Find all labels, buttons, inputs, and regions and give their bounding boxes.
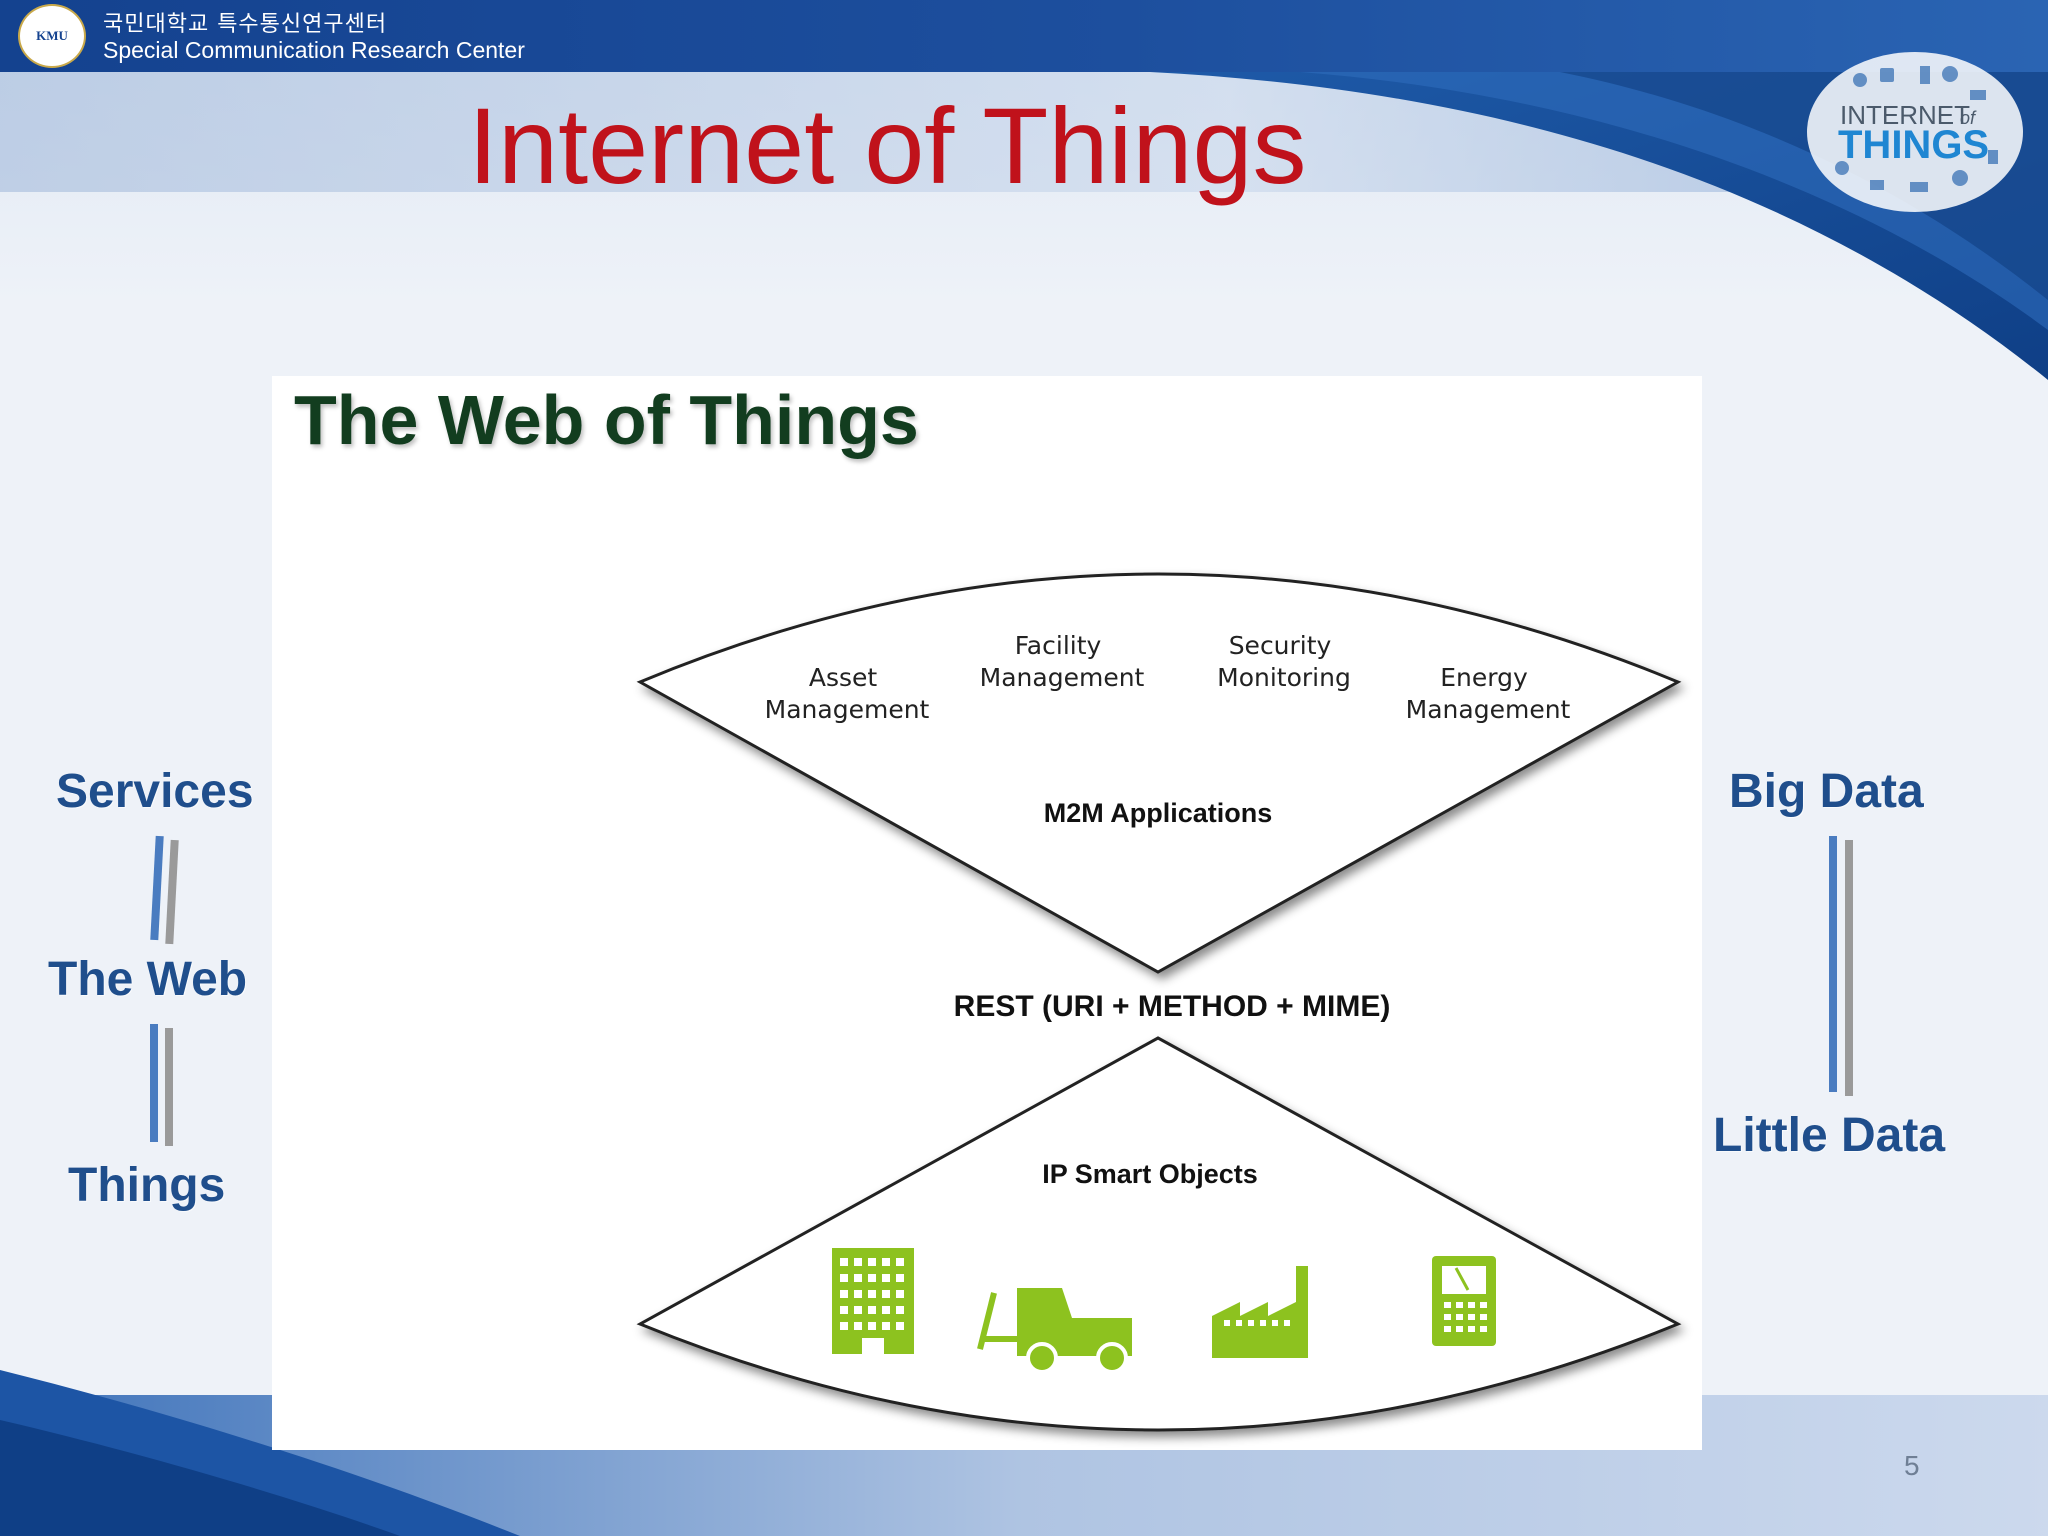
figure-diagram: Asset Management Facility Management Sec…: [636, 572, 1682, 1432]
badge-line1: INTERNET: [1840, 100, 1970, 130]
right-connector-bar-gray: [1845, 840, 1853, 1096]
building-icon: [832, 1248, 914, 1354]
left-connector-bar-blue-2: [150, 1024, 158, 1142]
app-asset-line1: Asset: [809, 663, 878, 692]
label-big-data: Big Data: [1729, 765, 1924, 818]
kmu-logo: KMU: [18, 4, 86, 68]
slide-title: Internet of Things: [468, 85, 1307, 206]
org-name-english: Special Communication Research Center: [103, 37, 525, 63]
svg-text:Asset Management: Asset Management: [765, 663, 930, 724]
web-of-things-figure: The Web of Things Asset Management Facil…: [272, 376, 1702, 1450]
label-the-web: The Web: [48, 953, 248, 1006]
m2m-applications-cone: [636, 572, 1682, 974]
iot-badge-logo: INTERNET of THINGS: [1807, 52, 2023, 212]
ip-smart-objects-cone: [636, 1036, 1682, 1432]
m2m-applications-label: M2M Applications: [1044, 798, 1273, 828]
left-connector-bar-gray-2: [165, 1028, 173, 1146]
app-security-line2: Monitoring: [1217, 663, 1351, 692]
svg-text:Security Monitoring: Security Monitoring: [1217, 631, 1351, 692]
right-connector-bar-blue: [1829, 836, 1837, 1092]
header-bar: [0, 0, 2048, 72]
app-energy-line1: Energy: [1440, 663, 1528, 692]
app-asset-line2: Management: [765, 695, 930, 724]
badge-of: of: [1960, 108, 1977, 128]
badge-decoration-icons: [1835, 66, 1998, 192]
org-name-korean: 국민대학교 특수통신연구센터: [103, 12, 388, 37]
figure-title: The Web of Things: [294, 381, 919, 459]
ip-smart-objects-label: IP Smart Objects: [1042, 1159, 1258, 1189]
app-facility-line1: Facility: [1015, 631, 1102, 660]
svg-text:Energy Management: Energy Management: [1406, 663, 1571, 724]
rest-label: REST (URI + METHOD + MIME): [954, 990, 1391, 1023]
app-facility-line2: Management: [980, 663, 1145, 692]
label-things: Things: [68, 1159, 226, 1212]
svg-text:Facility Management: Facility Management: [980, 631, 1145, 692]
label-services: Services: [56, 765, 254, 818]
app-energy-line2: Management: [1406, 695, 1571, 724]
app-security-line1: Security: [1229, 631, 1332, 660]
forklift-icon: [977, 1288, 1132, 1374]
badge-line2: THINGS: [1838, 123, 1989, 167]
label-little-data: Little Data: [1713, 1109, 1946, 1162]
kmu-logo-text: KMU: [36, 28, 68, 43]
factory-icon: [1212, 1266, 1308, 1358]
meter-device-icon: [1432, 1256, 1496, 1346]
page-number: 5: [1904, 1450, 1920, 1481]
